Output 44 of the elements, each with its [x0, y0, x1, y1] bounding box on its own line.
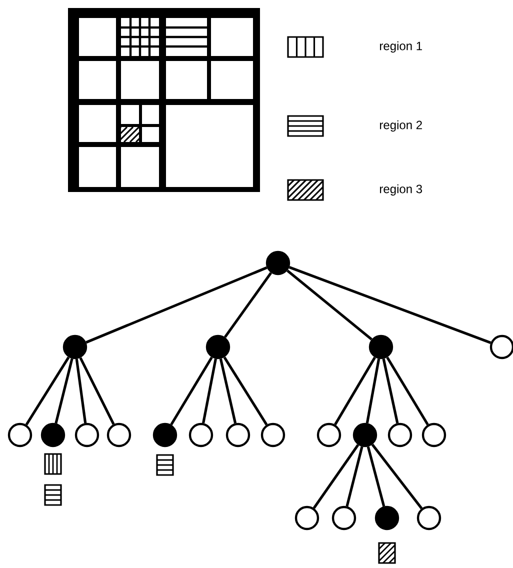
tree-edge: [371, 444, 423, 510]
tree-edge: [86, 266, 268, 344]
tree-node: [294, 506, 320, 530]
tree-node: [226, 422, 250, 448]
tree-edge: [75, 358, 87, 424]
tree-edge: [312, 444, 360, 509]
tree-edge: [25, 356, 70, 426]
tree-edge: [286, 270, 372, 340]
tree-node: [106, 422, 132, 448]
tree-node: [374, 506, 400, 530]
tree-node: [8, 422, 32, 448]
tree-edge: [224, 272, 272, 338]
tree-edge: [54, 358, 74, 424]
tree-node: [152, 422, 178, 448]
tree-edge: [202, 358, 217, 424]
legend-label: region 3: [380, 184, 422, 196]
tree-edge: [334, 356, 376, 426]
tree-edge: [366, 446, 386, 507]
tree-edge: [366, 358, 380, 424]
tree-edge: [223, 356, 268, 426]
tree-node: [332, 506, 356, 530]
tree-edge: [288, 266, 492, 344]
tree-edge: [346, 446, 364, 507]
tree-edge: [170, 356, 213, 426]
tree-node: [188, 422, 214, 448]
tree-node: [206, 334, 230, 360]
tree-edge: [382, 358, 399, 424]
tree-node: [260, 422, 286, 448]
tree-node: [422, 422, 446, 448]
tree-node: [316, 422, 342, 448]
tree-node: [490, 334, 513, 360]
tree-node: [388, 422, 412, 448]
tree-node: [62, 334, 88, 360]
tree-edge: [79, 357, 115, 425]
tree-edge: [219, 358, 237, 424]
legend-label: region 1: [380, 41, 422, 53]
tree-node: [74, 422, 100, 448]
tree-node: [416, 506, 442, 530]
tree-node: [40, 422, 66, 448]
tree-edge: [386, 356, 429, 426]
tree-node: [266, 250, 290, 276]
legend-label: region 2: [380, 120, 422, 132]
tree-node: [352, 422, 378, 448]
tree-node: [368, 334, 394, 360]
